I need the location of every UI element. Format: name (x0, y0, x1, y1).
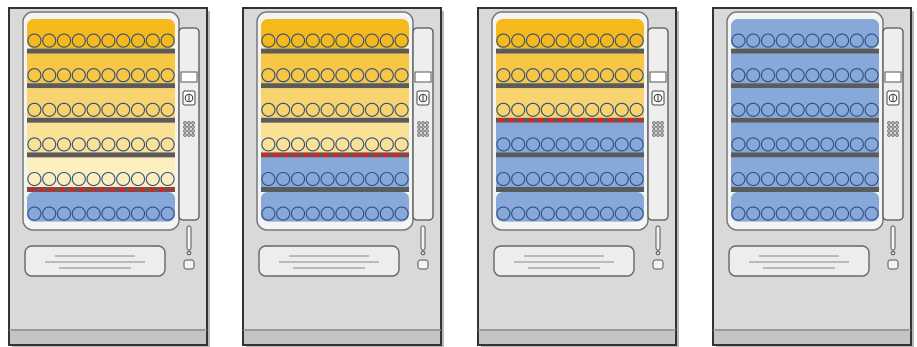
delivery-flap (259, 246, 399, 276)
change-button (418, 260, 428, 269)
return-lever (187, 226, 191, 250)
machine-4 (713, 8, 914, 347)
change-button (888, 260, 898, 269)
plinth (479, 331, 675, 344)
delivery-flap (494, 246, 634, 276)
return-lever (656, 226, 660, 250)
change-button (184, 260, 194, 269)
plinth (244, 331, 440, 344)
delivery-flap (729, 246, 869, 276)
shelf-divider (731, 187, 879, 192)
machine-3 (478, 8, 679, 347)
shelf-divider (731, 49, 879, 54)
shelf-divider (731, 83, 879, 88)
shelf-divider (27, 152, 175, 157)
display-window (415, 72, 431, 82)
shelf-divider (27, 83, 175, 88)
shelf-divider (261, 83, 409, 88)
plinth (10, 331, 206, 344)
shelf-divider (496, 187, 644, 192)
display-window (650, 72, 666, 82)
shelf-divider (261, 118, 409, 123)
shelf-divider (27, 49, 175, 54)
display-window (885, 72, 901, 82)
delivery-flap (25, 246, 165, 276)
machine-1 (9, 8, 210, 347)
display-window (181, 72, 197, 82)
change-button (653, 260, 663, 269)
plinth (714, 331, 910, 344)
shelf-divider (731, 152, 879, 157)
shelf-divider (496, 83, 644, 88)
machine-2 (243, 8, 444, 347)
return-lever (891, 226, 895, 250)
shelf-divider (496, 49, 644, 54)
shelf-divider (27, 118, 175, 123)
shelf-divider (496, 152, 644, 157)
shelf-divider (261, 187, 409, 192)
shelf-divider (261, 49, 409, 54)
return-lever (421, 226, 425, 250)
shelf-divider (731, 118, 879, 123)
